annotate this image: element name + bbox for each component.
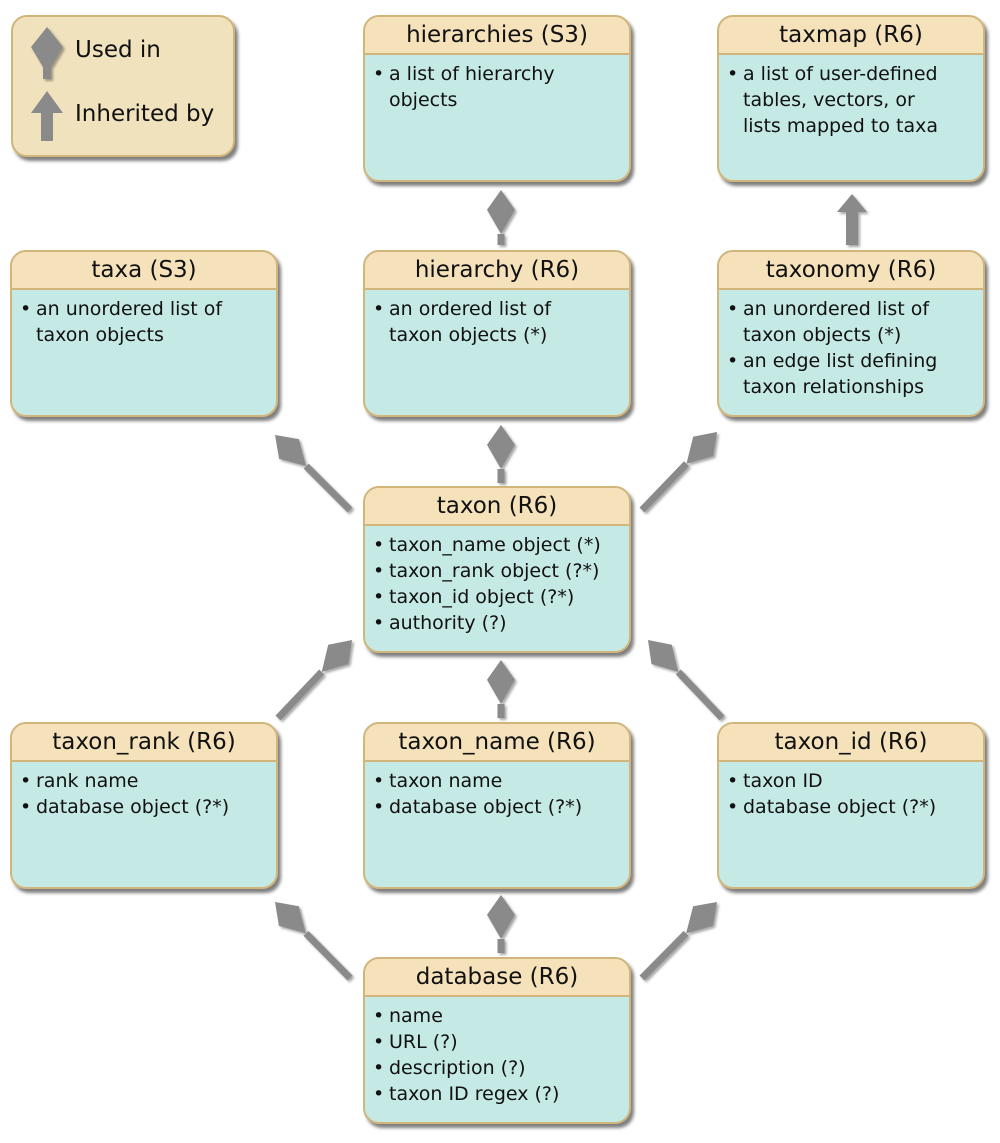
box-items: an unordered list of taxon objects (*) a… [719, 290, 983, 400]
box-hierarchy: hierarchy (R6) an ordered list of taxon … [363, 250, 631, 417]
box-title: hierarchies (S3) [365, 17, 629, 55]
box-items: rank name database object (?*) [12, 762, 276, 820]
box-item: an unordered list of [727, 296, 975, 322]
box-item: a list of hierarchy [373, 61, 621, 87]
box-title: taxon_rank (R6) [12, 724, 276, 762]
box-items: an unordered list of taxon objects [12, 290, 276, 348]
legend-used-in-label: Used in [75, 37, 161, 63]
diamond-icon [31, 27, 63, 79]
box-taxon-name: taxon_name (R6) taxon name database obje… [363, 722, 631, 889]
box-item: authority (?) [373, 610, 621, 636]
used-in-connector [275, 902, 353, 981]
box-items: taxon_name object (*) taxon_rank object … [365, 526, 629, 636]
box-item-continued: objects [389, 89, 458, 111]
box-item: URL (?) [373, 1029, 621, 1055]
box-items: an ordered list of taxon objects (*) [365, 290, 629, 348]
box-item: name [373, 1003, 621, 1029]
box-item: taxon_id object (?*) [373, 584, 621, 610]
box-item: database object (?*) [373, 794, 621, 820]
box-item: description (?) [373, 1055, 621, 1081]
box-item: an unordered list of [20, 296, 268, 322]
box-taxon-id: taxon_id (R6) taxon ID database object (… [717, 722, 985, 889]
box-title: taxon_name (R6) [365, 724, 629, 762]
box-taxonomy: taxonomy (R6) an unordered list of taxon… [717, 250, 985, 417]
legend-inherited-by: Inherited by [13, 87, 233, 147]
box-hierarchies: hierarchies (S3) a list of hierarchy obj… [363, 15, 631, 182]
box-item: taxon_name object (*) [373, 532, 621, 558]
box-item: taxon name [373, 768, 621, 794]
box-item-continued: taxon objects (*) [743, 324, 902, 346]
box-taxa: taxa (S3) an unordered list of taxon obj… [10, 250, 278, 417]
legend-inherited-by-label: Inherited by [75, 101, 215, 127]
box-title: database (R6) [365, 959, 629, 997]
box-item-continued: taxon objects (*) [389, 324, 548, 346]
box-title: taxmap (R6) [719, 17, 983, 55]
box-title: taxon (R6) [365, 488, 629, 526]
used-in-connector [639, 902, 717, 981]
arrow-up-icon [31, 91, 63, 141]
box-title: taxonomy (R6) [719, 252, 983, 290]
box-item: taxon ID [727, 768, 975, 794]
box-items: taxon ID database object (?*) [719, 762, 983, 820]
box-item-continued: taxon relationships [743, 376, 925, 398]
inheritance-arrow [837, 194, 867, 245]
box-item: database object (?*) [727, 794, 975, 820]
box-taxon-rank: taxon_rank (R6) rank name database objec… [10, 722, 278, 889]
box-item: taxon_rank object (?*) [373, 558, 621, 584]
box-items: a list of hierarchy objects [365, 55, 629, 113]
legend-used-in: Used in [13, 23, 233, 83]
box-item: a list of user-defined [727, 61, 975, 87]
box-item: database object (?*) [20, 794, 268, 820]
box-items: taxon name database object (?*) [365, 762, 629, 820]
box-item-continued: tables, vectors, or [743, 89, 915, 111]
box-taxmap: taxmap (R6) a list of user-defined table… [717, 15, 985, 182]
used-in-connector [648, 640, 725, 721]
box-item-continued: taxon objects [36, 324, 164, 346]
box-database: database (R6) name URL (?) description (… [363, 957, 631, 1124]
box-item-continued: lists mapped to taxa [743, 115, 939, 137]
box-title: taxa (S3) [12, 252, 276, 290]
box-item: rank name [20, 768, 268, 794]
box-item: an edge list defining [727, 348, 975, 374]
used-in-connector [487, 190, 515, 245]
box-title: taxon_id (R6) [719, 724, 983, 762]
box-taxon: taxon (R6) taxon_name object (*) taxon_r… [363, 486, 631, 653]
legend: Used in Inherited by [11, 15, 235, 157]
box-items: name URL (?) description (?) taxon ID re… [365, 997, 629, 1107]
box-title: hierarchy (R6) [365, 252, 629, 290]
used-in-connector [487, 425, 515, 483]
used-in-connector [487, 660, 515, 718]
box-items: a list of user-defined tables, vectors, … [719, 55, 983, 139]
box-item: taxon ID regex (?) [373, 1081, 621, 1107]
used-in-connector [487, 895, 515, 953]
used-in-connector [275, 640, 352, 721]
used-in-connector [275, 435, 353, 513]
used-in-connector [639, 432, 717, 513]
box-item: an ordered list of [373, 296, 621, 322]
